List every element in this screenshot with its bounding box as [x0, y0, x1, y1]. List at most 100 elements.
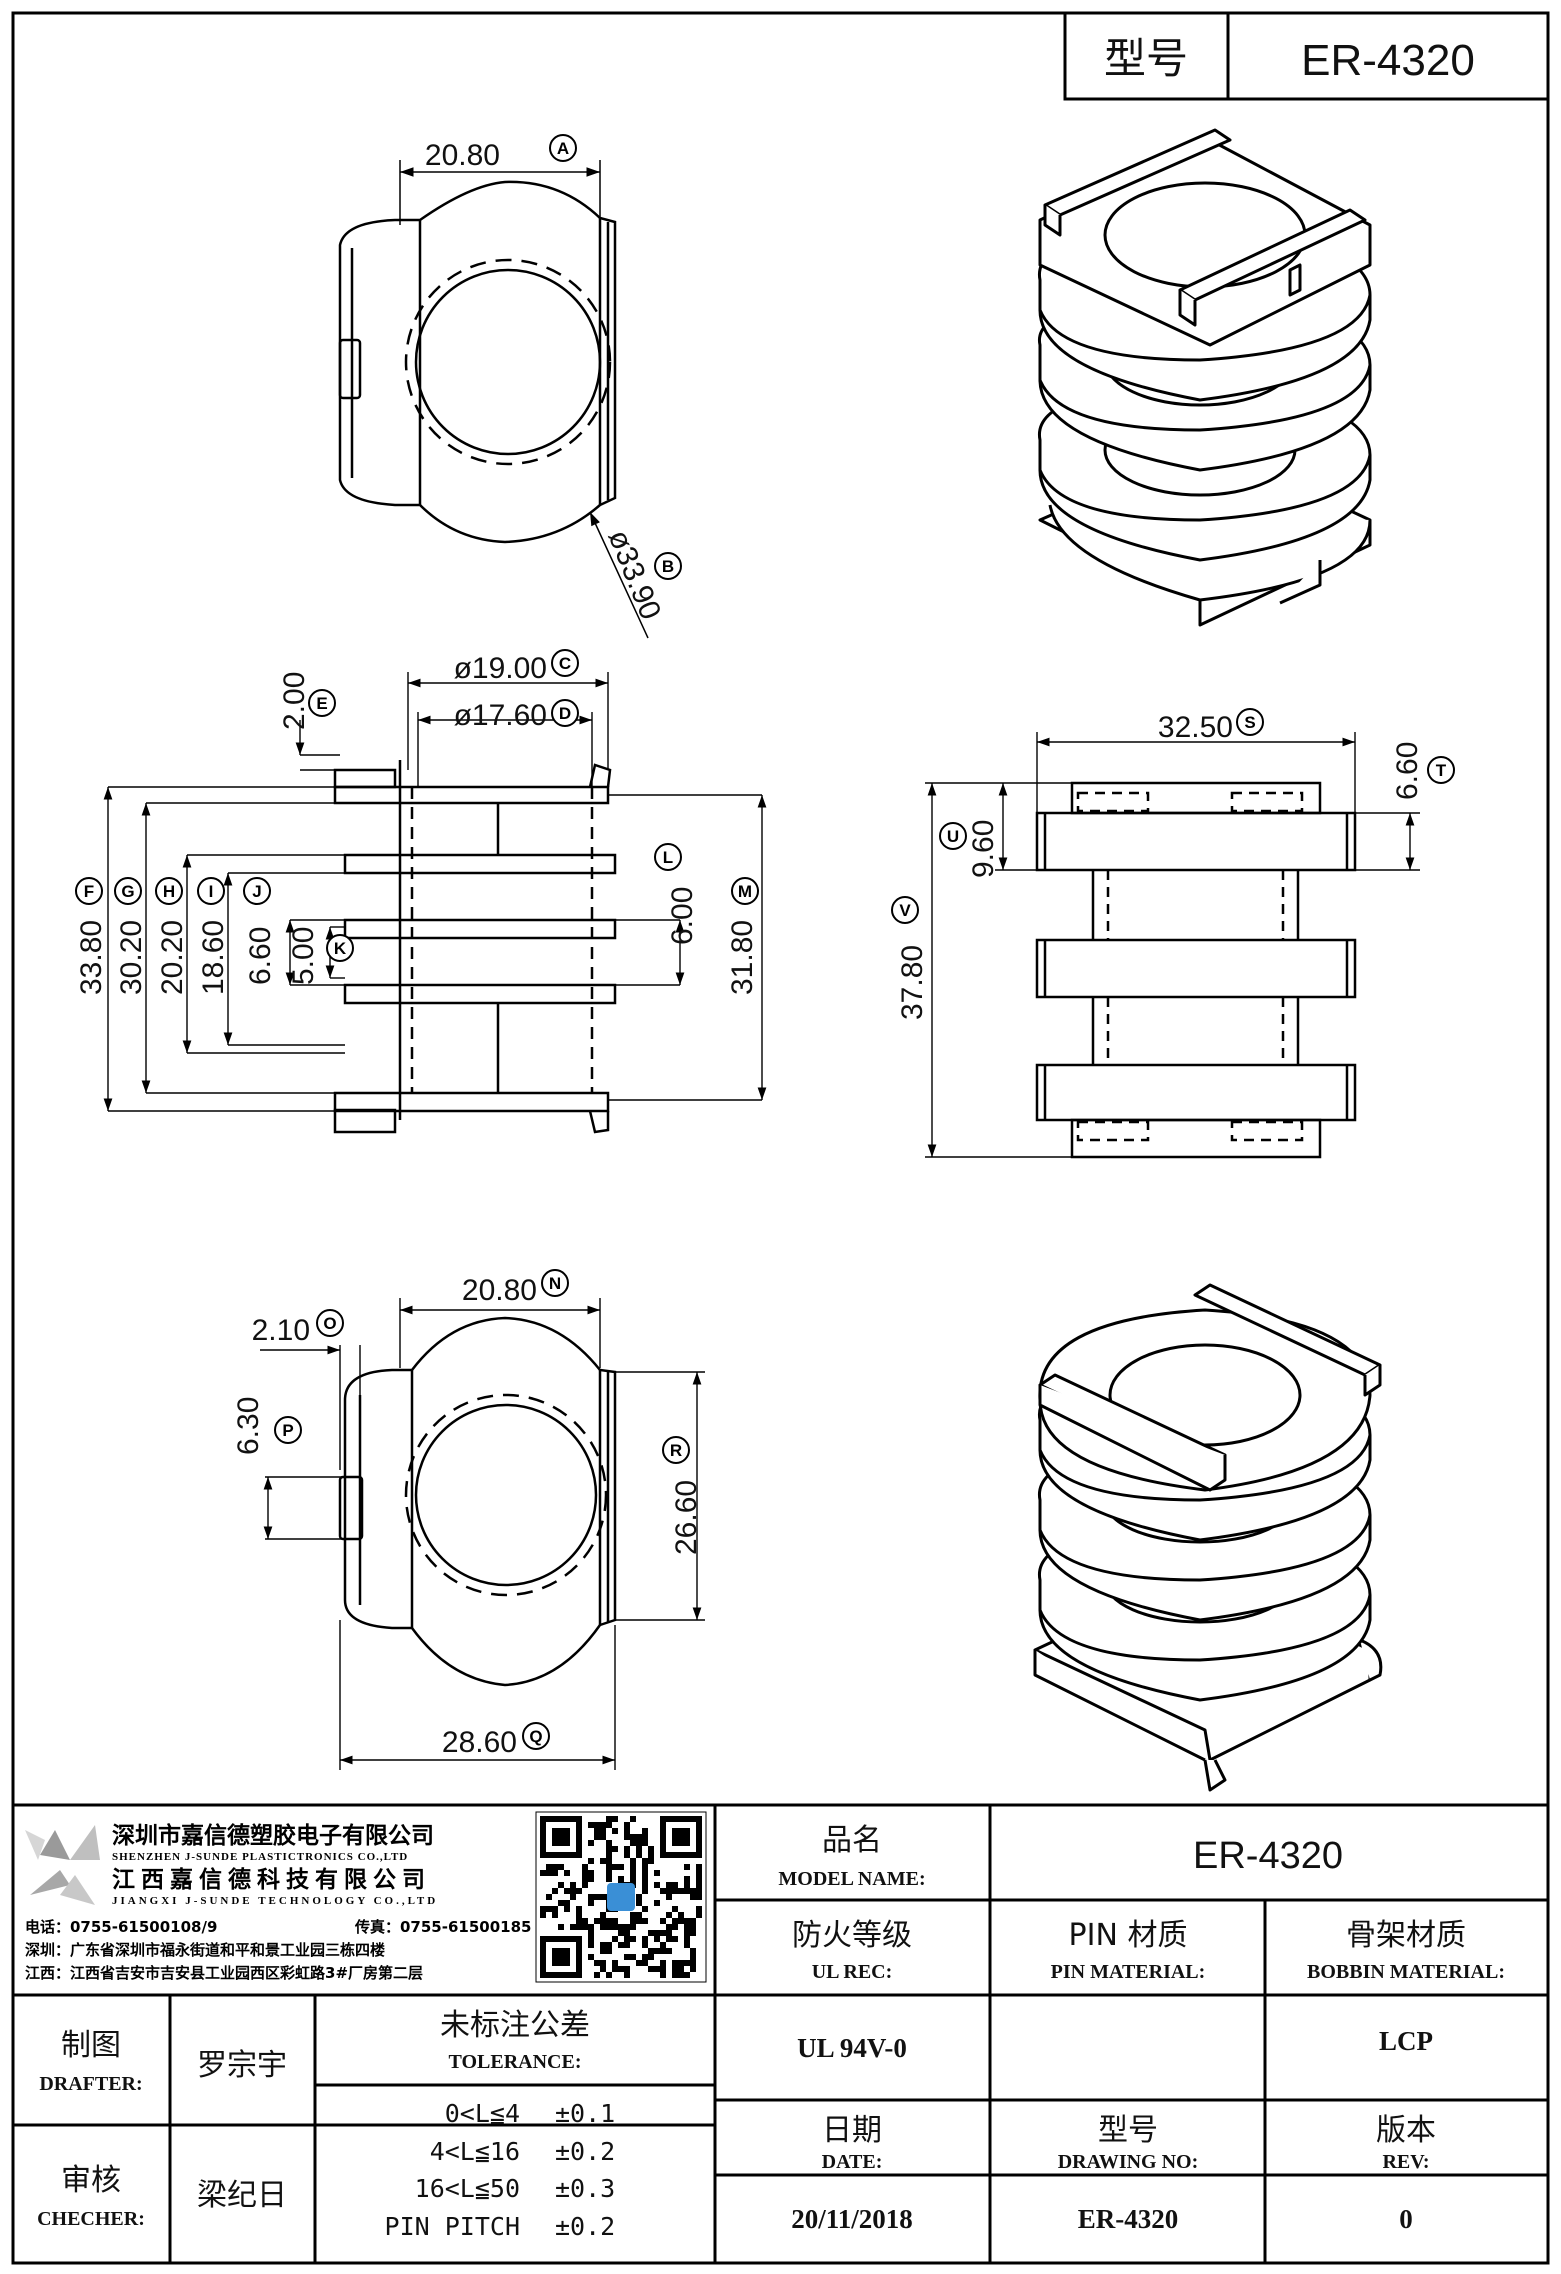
tolerance-label-cn: 未标注公差: [440, 2008, 590, 2043]
tolerance-range-2: 4<L≦16: [430, 2137, 520, 2166]
model-name-value: ER-4320: [1193, 1835, 1343, 1877]
svg-text:H: H: [163, 882, 175, 901]
dim-m-value: 31.80: [726, 920, 759, 995]
svg-text:U: U: [947, 827, 959, 846]
bobbin-value: LCP: [1379, 2026, 1433, 2056]
tolerance-range-3: 16<L≦50: [415, 2174, 520, 2203]
svg-text:J: J: [252, 882, 261, 901]
qr-code: [535, 1811, 707, 1983]
tolerance-value-3: ±0.3: [555, 2174, 615, 2203]
pin-label-cn: PIN 材质: [1069, 1918, 1188, 1953]
company-address-shenzhen: 深圳：广东省深圳市福永街道和平和景工业园三栋四楼: [25, 1941, 385, 1959]
svg-text:C: C: [559, 654, 571, 673]
drawing-no-label-en: DRAWING NO:: [1058, 2151, 1199, 2173]
svg-text:M: M: [738, 882, 752, 901]
dim-l-bubble: L: [654, 843, 682, 871]
dim-k-bubble: K: [326, 934, 354, 962]
checker-label-cn: 审核: [61, 2163, 121, 2198]
dim-h-bubble: H: [155, 877, 183, 905]
dim-a-bubble: A: [549, 134, 577, 162]
dim-o-value: 2.10: [252, 1314, 310, 1347]
rev-label-en: REV:: [1382, 2151, 1429, 2173]
header-model-value: ER-4320: [1301, 36, 1475, 85]
bobbin-label-cn: 骨架材质: [1346, 1918, 1466, 1953]
svg-text:Q: Q: [529, 1727, 542, 1746]
ul-value: UL 94V-0: [797, 2033, 907, 2063]
bottom-view: [260, 1298, 705, 1770]
svg-text:B: B: [662, 557, 674, 576]
svg-text:D: D: [559, 704, 571, 723]
dim-q-value: 28.60: [442, 1726, 517, 1759]
dim-o-bubble: O: [316, 1309, 344, 1337]
svg-text:K: K: [334, 939, 347, 958]
checker-value: 梁纪日: [197, 2178, 287, 2213]
svg-text:E: E: [316, 694, 327, 713]
dim-r-bubble: R: [662, 1436, 690, 1464]
tolerance-value-4: ±0.2: [555, 2212, 615, 2241]
svg-text:N: N: [549, 1274, 561, 1293]
svg-text:O: O: [323, 1314, 336, 1333]
dim-a-value: 20.80: [425, 139, 500, 172]
dim-j-bubble: J: [243, 877, 271, 905]
tolerance-value-2: ±0.2: [555, 2137, 615, 2166]
svg-text:V: V: [899, 901, 911, 920]
dim-g-value: 30.20: [115, 920, 148, 995]
side-view: [925, 732, 1420, 1159]
dim-t-value: 6.60: [1391, 742, 1424, 800]
dim-m-bubble: M: [731, 877, 759, 905]
date-label-cn: 日期: [822, 2113, 882, 2148]
dim-s-value: 32.50: [1158, 711, 1233, 744]
svg-text:R: R: [670, 1441, 682, 1460]
title-block: [13, 1803, 1548, 2263]
date-label-en: DATE:: [822, 2151, 883, 2173]
drawing-no-value: ER-4320: [1078, 2204, 1179, 2234]
pin-label-en: PIN MATERIAL:: [1051, 1961, 1206, 1983]
dim-e-value: 2.00: [278, 672, 311, 730]
dim-s-bubble: S: [1236, 708, 1264, 736]
svg-text:F: F: [84, 882, 94, 901]
isometric-view-top: [1037, 128, 1372, 627]
dim-p-bubble: P: [274, 1416, 302, 1444]
dim-b-bubble: B: [654, 552, 682, 580]
company-name-shenzhen: 深圳市嘉信德塑胶电子有限公司: [112, 1822, 434, 1849]
isometric-view-bottom: [1033, 1283, 1383, 1792]
front-view-bubbles: F G H I J K L M: [75, 843, 759, 962]
header-box: 型号 ER-4320: [1063, 11, 1550, 101]
svg-text:L: L: [663, 848, 673, 867]
dim-t-bubble: T: [1427, 756, 1455, 784]
svg-text:A: A: [557, 139, 569, 158]
dim-v-bubble: V: [891, 896, 919, 924]
dim-c-bubble: C: [551, 649, 579, 677]
dim-u-bubble: U: [939, 822, 967, 850]
sheet-border: [11, 11, 1550, 2265]
drawing-no-label-cn: 型号: [1098, 2113, 1158, 2148]
dim-e-bubble: E: [308, 689, 336, 717]
model-name-label-en: MODEL NAME:: [778, 1868, 925, 1890]
dim-f-bubble: F: [75, 877, 103, 905]
dim-f-value: 33.80: [75, 920, 108, 995]
header-model-label: 型号: [1104, 34, 1188, 83]
dim-d-bubble: D: [551, 699, 579, 727]
ul-label-cn: 防火等级: [792, 1918, 912, 1953]
dim-i-value: 18.60: [197, 920, 230, 995]
dim-q-bubble: Q: [522, 1722, 550, 1750]
company-name-shenzhen-en: SHENZHEN J-SUNDE PLASTICTRONICS CO.,LTD: [112, 1851, 408, 1863]
top-view: [338, 160, 649, 639]
dim-d-value: ø17.60: [454, 699, 547, 732]
drafter-label-cn: 制图: [61, 2028, 121, 2063]
dim-l-value: 6.00: [666, 887, 699, 945]
dim-n-bubble: N: [541, 1269, 569, 1297]
dim-i-bubble: I: [197, 877, 225, 905]
rev-label-cn: 版本: [1376, 2113, 1436, 2148]
front-view: [103, 672, 767, 1134]
tolerance-value-1: ±0.1: [555, 2099, 615, 2128]
rev-value: 0: [1399, 2204, 1413, 2234]
model-name-label-cn: 品名: [822, 1823, 882, 1858]
ul-label-en: UL REC:: [812, 1961, 893, 1983]
svg-text:I: I: [209, 882, 214, 901]
svg-text:G: G: [121, 882, 134, 901]
bobbin-label-en: BOBBIN MATERIAL:: [1307, 1961, 1505, 1983]
company-name-jiangxi-en: JIANGXI J-SUNDE TECHNOLOGY CO.,LTD: [112, 1895, 438, 1907]
company-logo: [25, 1825, 100, 1905]
svg-text:S: S: [1244, 713, 1255, 732]
